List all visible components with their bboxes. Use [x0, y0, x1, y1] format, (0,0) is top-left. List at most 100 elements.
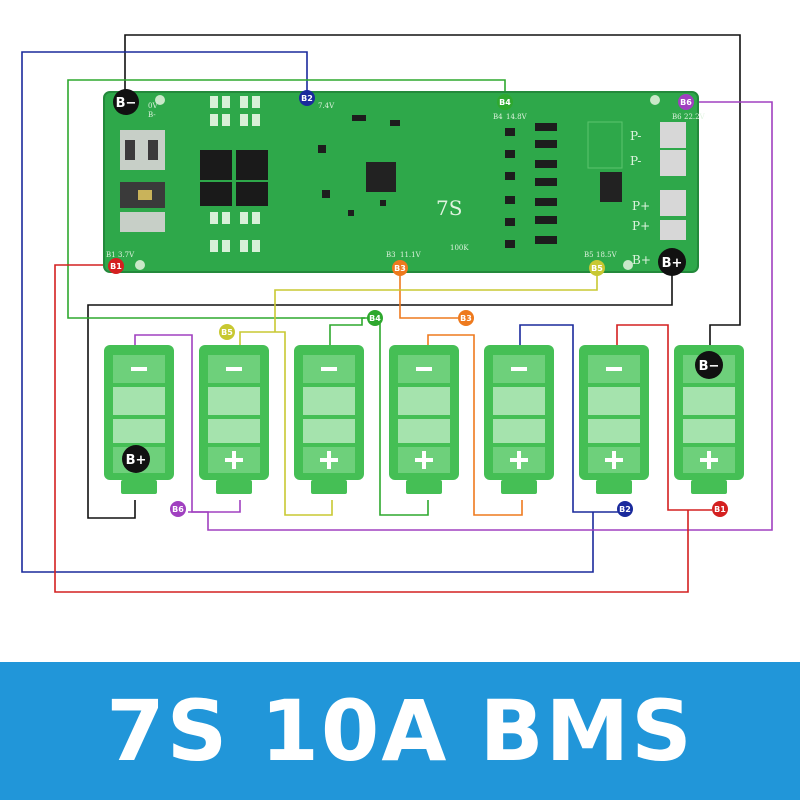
battery-terminal [311, 480, 347, 494]
svg-text:22.2V: 22.2V [684, 113, 706, 121]
svg-text:B+: B+ [632, 253, 651, 267]
battery-terminal [596, 480, 632, 494]
svg-text:B6: B6 [672, 113, 682, 121]
battery-segment [303, 387, 355, 415]
svg-text:B6: B6 [172, 505, 184, 514]
svg-text:B−: B− [116, 96, 137, 111]
svg-text:B6: B6 [680, 98, 692, 107]
plus-icon [422, 451, 426, 469]
svg-text:P-: P- [630, 154, 641, 168]
svg-text:B4: B4 [369, 314, 381, 323]
svg-text:B−: B− [699, 359, 720, 374]
svg-text:B1: B1 [714, 505, 726, 514]
plus-icon [232, 451, 236, 469]
wire-b3 [399, 275, 458, 319]
battery-cell [389, 345, 459, 494]
plus-icon [707, 451, 711, 469]
svg-text:100K: 100K [450, 244, 469, 252]
wire-b-plus [87, 265, 673, 519]
battery-terminal [121, 480, 157, 494]
title-banner: 7S 10A BMS [0, 662, 800, 800]
pad-grid [210, 96, 260, 252]
board-b1-marker: B1 [108, 258, 124, 274]
svg-text:B-: B- [148, 111, 156, 119]
battery-segment [588, 419, 640, 443]
svg-text:P+: P+ [632, 199, 650, 213]
battery-segment [113, 387, 165, 415]
minus-icon [226, 367, 242, 371]
plus-icon [517, 451, 521, 469]
battery-cell [199, 345, 269, 494]
banner-background [0, 662, 800, 800]
svg-text:P-: P- [630, 129, 641, 143]
svg-text:7.4V: 7.4V [318, 102, 335, 110]
cell-b6-marker: B6 [170, 501, 186, 517]
battery-segment [398, 419, 450, 443]
minus-icon [416, 367, 432, 371]
board-b4-marker: B4 [497, 94, 513, 110]
svg-text:11.1V: 11.1V [400, 251, 422, 259]
board-b-plus-marker: B+ [658, 248, 686, 276]
wire-b5-board [274, 268, 598, 332]
banner-title: 7S 10A BMS [106, 682, 693, 780]
cell-b2-marker: B2 [617, 501, 633, 517]
board-b5-marker: B5 [589, 260, 605, 276]
battery-segment [113, 419, 165, 443]
svg-text:B4: B4 [499, 98, 511, 107]
svg-text:14.8V: 14.8V [506, 113, 528, 121]
battery-cell [294, 345, 364, 494]
minus-icon [131, 367, 147, 371]
plus-icon [327, 451, 331, 469]
battery-terminal [216, 480, 252, 494]
bms-pcb-board: 7S 0V B- 7.4V B4 14.8V B6 22.2V B1 3.7V … [103, 91, 706, 273]
svg-text:B+: B+ [126, 453, 147, 468]
svg-text:B5: B5 [591, 264, 603, 273]
cell-b4-marker: B4 [367, 310, 383, 326]
plus-icon [612, 451, 616, 469]
battery-segment [208, 419, 260, 443]
battery-terminal [691, 480, 727, 494]
battery-segment [683, 387, 735, 415]
svg-text:B5: B5 [584, 251, 594, 259]
battery-segment [303, 419, 355, 443]
cell-b-plus-marker: B+ [122, 445, 150, 473]
battery-segment [208, 387, 260, 415]
wire-b1-cells [616, 324, 712, 511]
minus-icon [321, 367, 337, 371]
svg-text:B5: B5 [221, 328, 233, 337]
minus-icon [606, 367, 622, 371]
cell-b3-marker: B3 [458, 310, 474, 326]
wire-b1-board [54, 264, 689, 593]
silkscreen: 7S 0V B- 7.4V B4 14.8V B6 22.2V B1 3.7V … [106, 102, 706, 267]
battery-terminal [406, 480, 442, 494]
minus-icon [511, 367, 527, 371]
svg-text:B4: B4 [493, 113, 503, 121]
wire-b6-cells [134, 334, 241, 513]
svg-text:B1: B1 [110, 262, 122, 271]
balance-resistors [505, 123, 557, 248]
svg-text:3.7V: 3.7V [118, 251, 135, 259]
wire-b-minus [124, 34, 741, 350]
wire-b2-board [21, 51, 594, 573]
battery-cell [104, 345, 174, 494]
battery-cell [484, 345, 554, 494]
svg-text:0V: 0V [148, 102, 158, 110]
svg-text:B+: B+ [662, 256, 683, 271]
wire-b3-cells [427, 334, 523, 516]
wire-b5-cells [239, 331, 333, 516]
board-b-minus-marker: B− [113, 89, 139, 115]
svg-text:B2: B2 [301, 94, 313, 103]
battery-segment [683, 419, 735, 443]
svg-text:18.5V: 18.5V [596, 251, 618, 259]
board-b6-marker: B6 [678, 94, 694, 110]
battery-cells [104, 345, 744, 494]
output-area [587, 121, 686, 240]
cell-b5-marker: B5 [219, 324, 235, 340]
wiring [21, 34, 773, 593]
svg-text:B2: B2 [619, 505, 631, 514]
cell-b-minus-marker: B− [695, 351, 723, 379]
battery-segment [398, 387, 450, 415]
wire-b2-cells [519, 324, 618, 513]
model-silk: 7S [436, 196, 462, 220]
